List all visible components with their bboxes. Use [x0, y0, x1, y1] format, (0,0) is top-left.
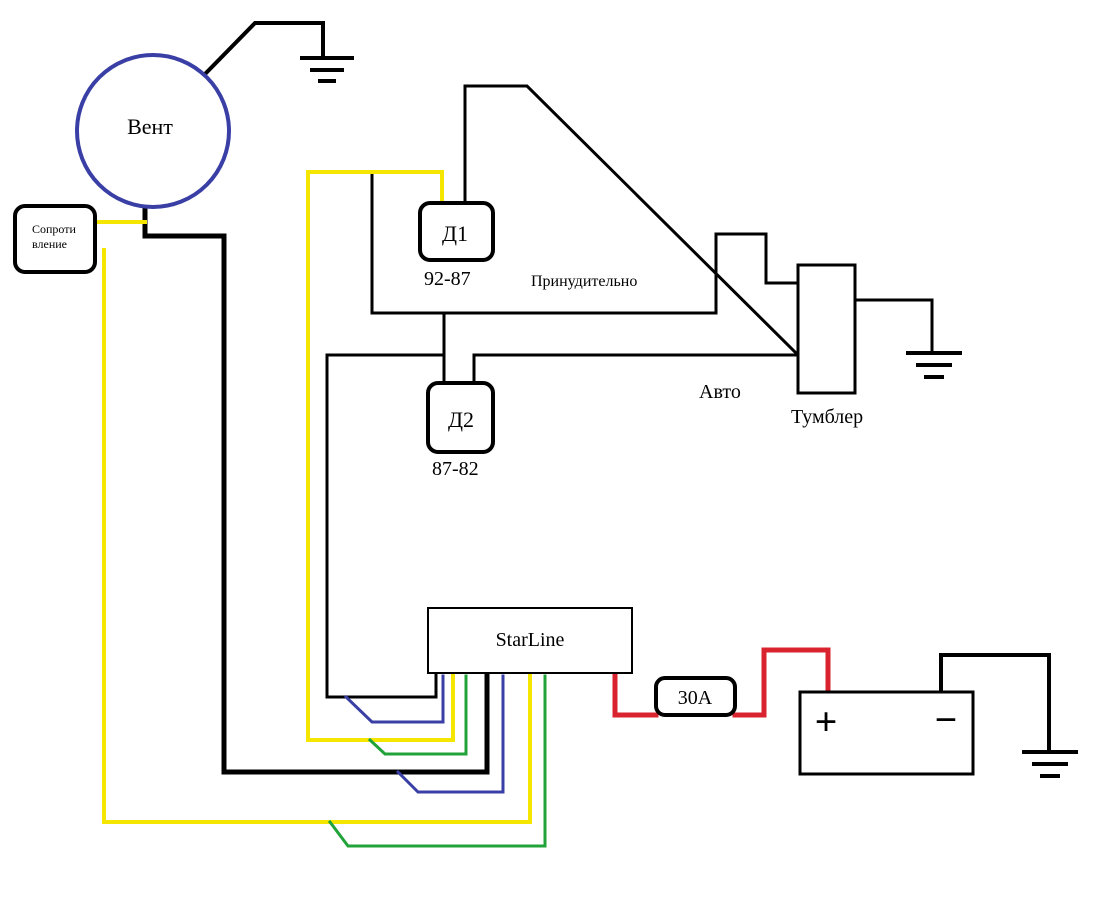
green-wires — [327, 674, 547, 848]
fan-label: Вент — [127, 114, 173, 139]
resistor: Сопроти вление — [13, 204, 97, 274]
resistor-label-line1: Сопроти — [32, 222, 77, 236]
sensor-d2-range: 87-82 — [432, 458, 479, 480]
forced-label: Принудительно — [531, 273, 637, 290]
fuse-30a: 30А — [654, 676, 737, 717]
fuse-label: 30А — [678, 687, 713, 709]
ground-symbol-battery — [1022, 750, 1078, 778]
sensor-d2-label: Д2 — [448, 407, 474, 432]
red-wires — [612, 647, 831, 718]
sensor-d1: Д1 92-87 — [418, 201, 495, 290]
battery-plus-label: + — [815, 699, 838, 744]
toggle-switch: Тумблер — [791, 263, 863, 428]
battery: + − — [798, 690, 975, 776]
black-wires — [142, 21, 1051, 775]
fan-motor: Вент — [75, 53, 231, 209]
battery-minus-label: − — [935, 697, 958, 742]
yellow-wires — [94, 170, 532, 824]
starline-controller: StarLine — [427, 607, 633, 674]
sensor-d2: Д2 87-82 — [426, 381, 495, 480]
starline-label: StarLine — [496, 629, 565, 651]
ground-symbol-toggle — [906, 351, 962, 379]
sensor-d1-range: 92-87 — [424, 268, 471, 290]
sensor-d1-label: Д1 — [442, 221, 468, 246]
resistor-label-line2: вление — [32, 237, 67, 251]
blue-wires — [343, 674, 505, 794]
toggle-label: Тумблер — [791, 406, 863, 428]
ground-symbol-fan — [300, 56, 354, 83]
auto-label: Авто — [699, 381, 741, 403]
